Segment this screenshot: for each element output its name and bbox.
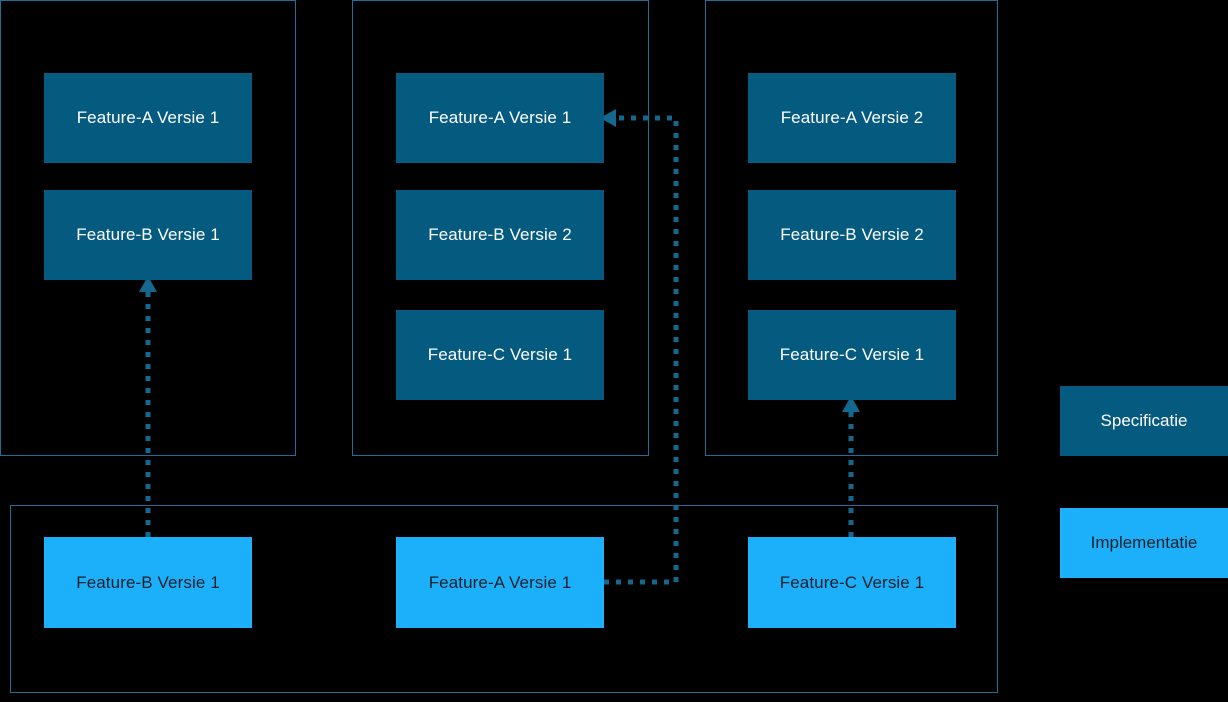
node-label: Feature-B Versie 1 [76,572,220,592]
impl-node-feature-b-v1[interactable]: Feature-B Versie 1 [44,537,252,628]
legend-implementatie: Implementatie [1060,508,1228,578]
legend-label: Specificatie [1100,411,1188,430]
node-label: Feature-C Versie 1 [779,572,925,592]
node-label: Feature-C Versie 1 [779,345,925,364]
impl-node-feature-a-v1[interactable]: Feature-A Versie 1 [396,537,604,628]
node-label: Feature-A Versie 1 [428,108,572,127]
spec-node-feature-c-v1-col3[interactable]: Feature-C Versie 1 [748,310,956,400]
node-label: Feature-B Versie 2 [428,225,572,244]
node-label: Feature-C Versie 1 [427,345,573,364]
node-label: Feature-A Versie 1 [428,572,572,592]
implementation-panel [10,505,998,693]
spec-node-feature-a-v1-col2[interactable]: Feature-A Versie 1 [396,73,604,163]
spec-node-feature-c-v1-col2[interactable]: Feature-C Versie 1 [396,310,604,400]
legend-specificatie: Specificatie [1060,386,1228,456]
spec-node-feature-a-v2-col3[interactable]: Feature-A Versie 2 [748,73,956,163]
spec-node-feature-b-v2-col3[interactable]: Feature-B Versie 2 [748,190,956,280]
node-label: Feature-A Versie 2 [780,108,924,127]
spec-node-feature-a-v1-col1[interactable]: Feature-A Versie 1 [44,73,252,163]
spec-node-feature-b-v1-col1[interactable]: Feature-B Versie 1 [44,190,252,280]
spec-node-feature-b-v2-col2[interactable]: Feature-B Versie 2 [396,190,604,280]
node-label: Feature-B Versie 1 [76,225,220,244]
impl-node-feature-c-v1[interactable]: Feature-C Versie 1 [748,537,956,628]
node-label: Feature-B Versie 2 [780,225,924,244]
legend-label: Implementatie [1090,533,1198,552]
node-label: Feature-A Versie 1 [76,108,220,127]
